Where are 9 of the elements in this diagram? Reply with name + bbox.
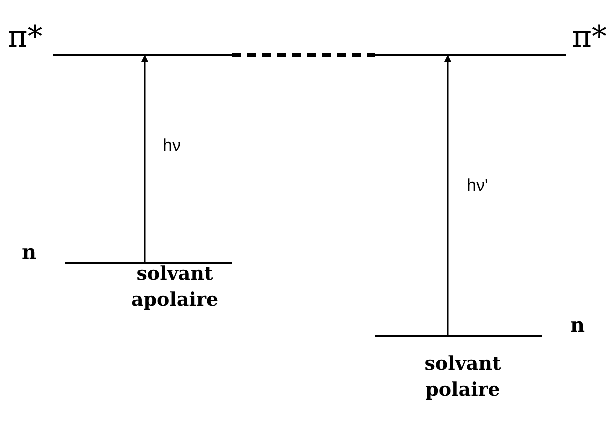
arrow — [142, 55, 148, 263]
arrow — [444, 55, 452, 336]
caption-text: solvant polaire — [424, 352, 502, 403]
dashed-line — [232, 53, 375, 57]
level-label: π* — [572, 23, 607, 53]
level-label: π* — [8, 23, 43, 53]
level-label: n — [22, 242, 37, 262]
caption-text: solvant apolaire — [130, 262, 220, 313]
level-label: n — [570, 315, 585, 335]
